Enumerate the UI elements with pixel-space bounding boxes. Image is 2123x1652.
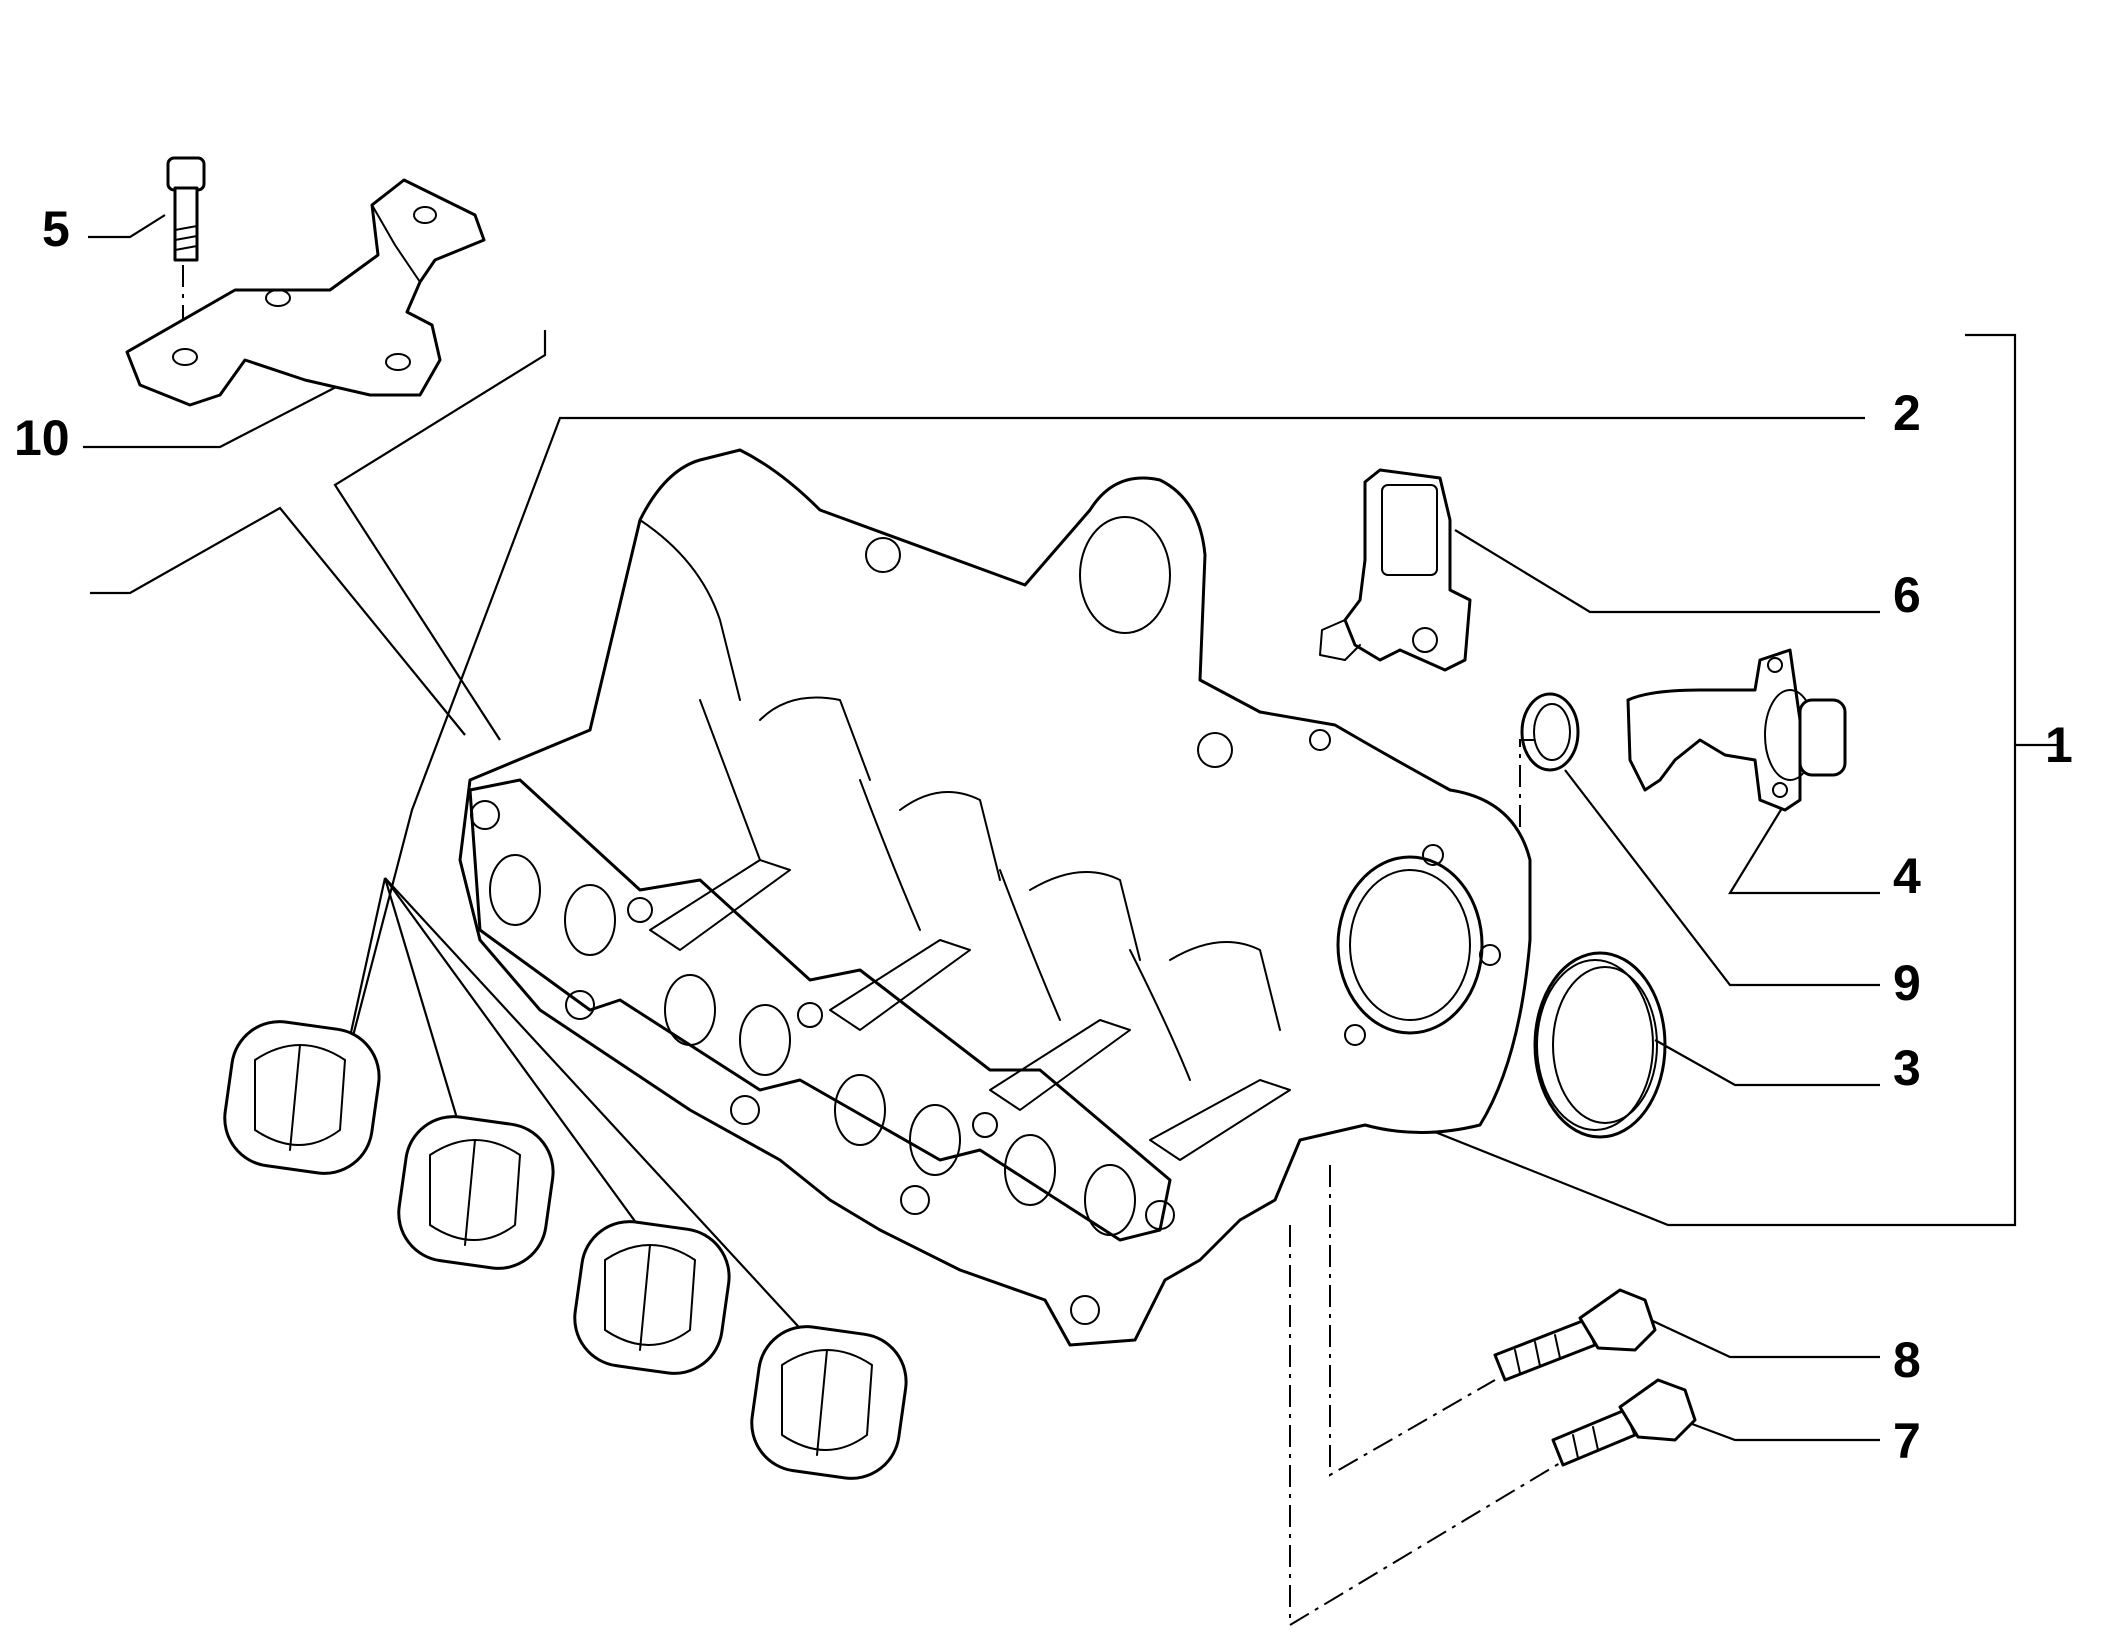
seal-ring-part-3 <box>1533 951 1667 1139</box>
elbow-pipe-part-4 <box>1626 648 1847 812</box>
callout-8: 8 <box>1893 1332 1921 1388</box>
sensor-part-6 <box>1319 468 1472 672</box>
callout-4: 4 <box>1893 848 1921 904</box>
o-ring-part-9 <box>1520 692 1580 772</box>
port-gasket-c <box>573 1220 731 1375</box>
leader-lines <box>83 214 2060 1442</box>
manifold-port-flange <box>468 778 1175 1325</box>
intake-manifold-part-2 <box>458 448 1532 1347</box>
port-gasket-a <box>223 1020 381 1175</box>
callout-labels: 1 2 6 4 9 3 8 7 5 10 <box>14 201 2073 1469</box>
callout-6: 6 <box>1893 567 1921 623</box>
bolt-part-5 <box>166 156 206 262</box>
port-gasket-b <box>397 1115 555 1270</box>
port-gasket-d <box>750 1325 908 1480</box>
callout-10: 10 <box>14 410 70 466</box>
callout-5: 5 <box>42 201 70 257</box>
bolt-part-8 <box>1493 1288 1657 1382</box>
callout-2: 2 <box>1893 385 1921 441</box>
callout-9: 9 <box>1893 955 1921 1011</box>
bracket-part-10 <box>125 178 486 407</box>
bolt-part-7 <box>1551 1378 1697 1467</box>
callout-7: 7 <box>1893 1413 1921 1469</box>
callout-1: 1 <box>2045 717 2073 773</box>
callout-3: 3 <box>1893 1040 1921 1096</box>
